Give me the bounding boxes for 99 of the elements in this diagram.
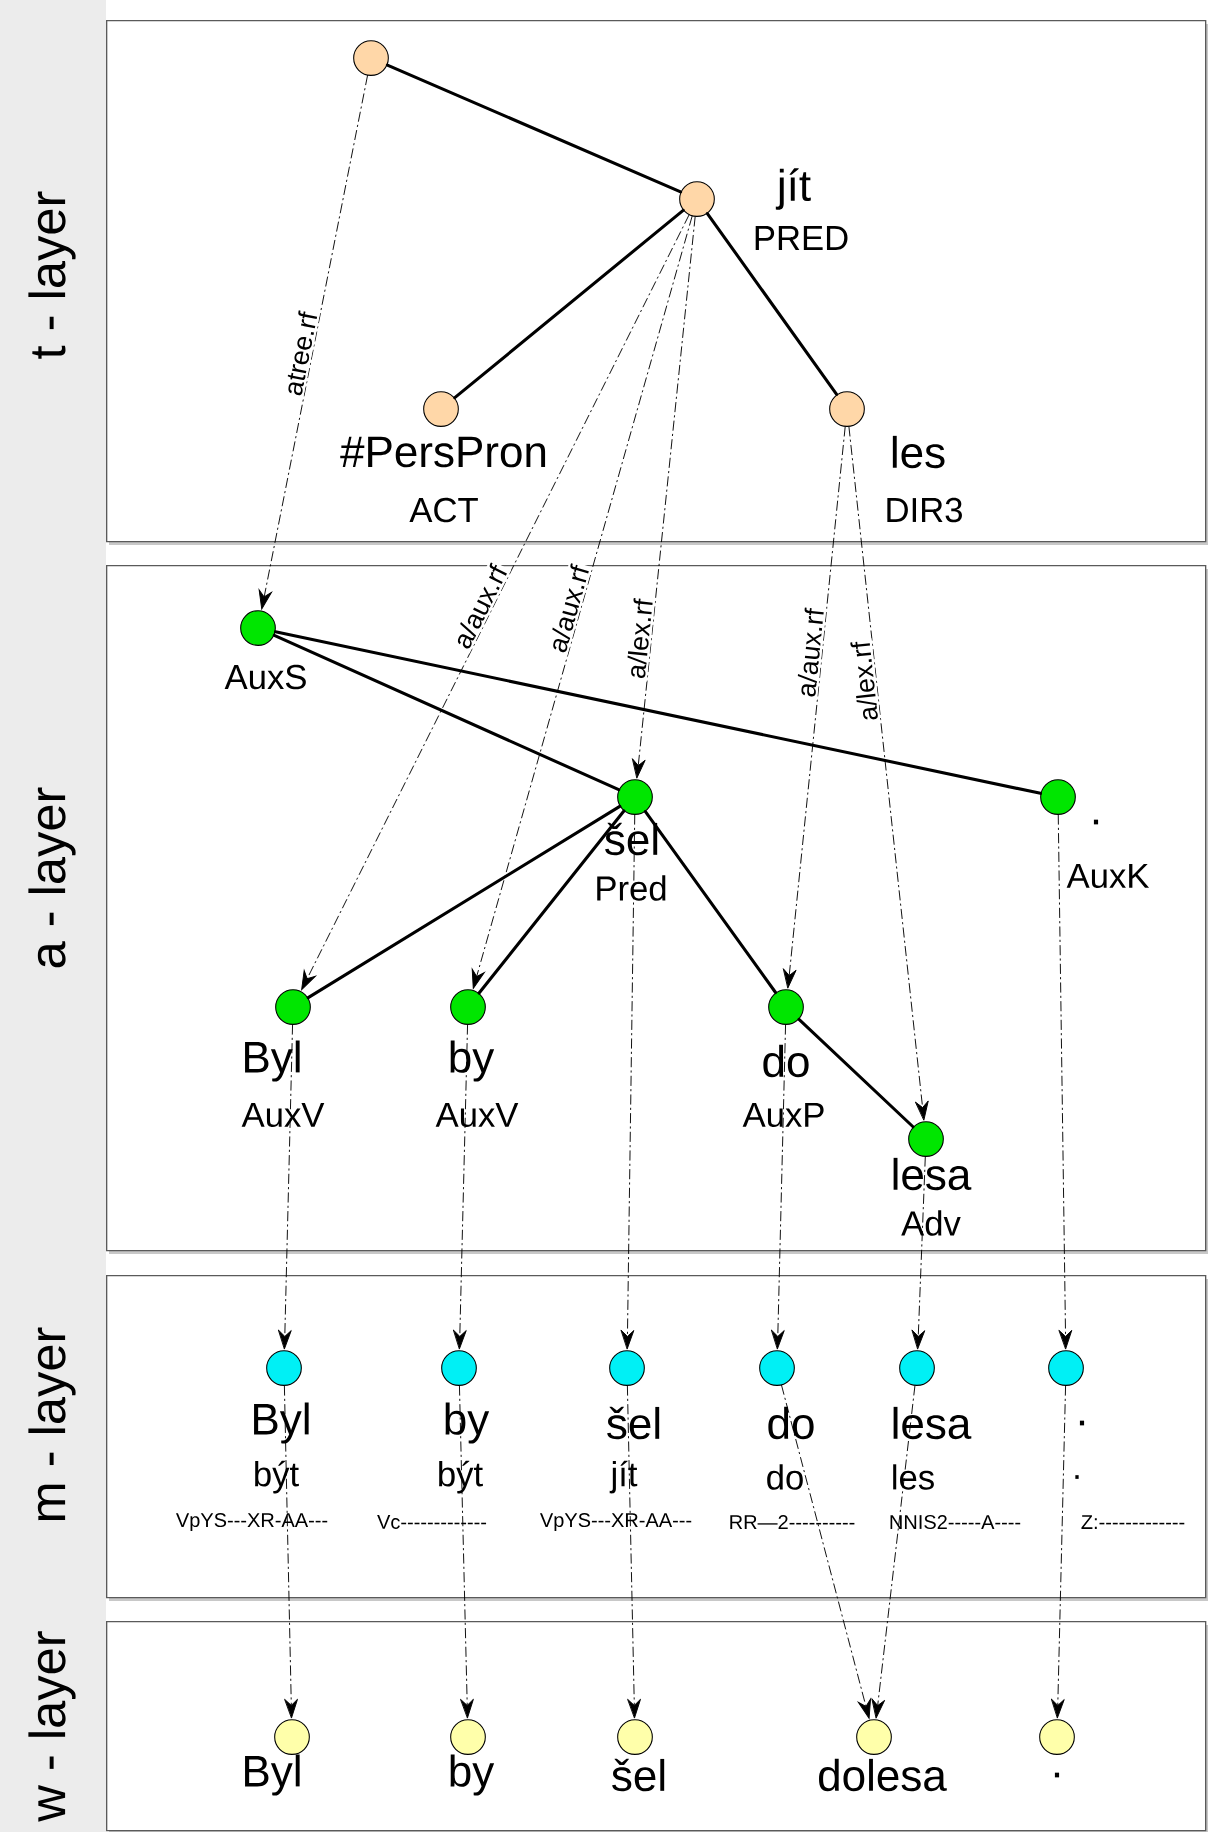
word-label: by: [450, 1040, 495, 1082]
functor-label: AuxV: [241, 1102, 325, 1128]
reference-arrow: [1057, 814, 1073, 1350]
functor-label: AuxK: [1066, 863, 1150, 889]
tree-edge: [477, 809, 626, 995]
tree-node-circle: [908, 1121, 944, 1157]
tree-edge: [385, 63, 683, 194]
functor-label: být: [255, 1460, 299, 1494]
reference-arrow: [620, 814, 636, 1350]
tree-edge: [272, 633, 621, 792]
word-label: .: [1054, 1772, 1060, 1778]
tree-edge: [453, 208, 685, 400]
word-label: by: [450, 1754, 495, 1796]
reference-arrow: [278, 1024, 293, 1350]
functor-label: Pred: [597, 875, 666, 901]
tree-node-circle: [266, 1350, 302, 1386]
word-label: Byl: [254, 1402, 309, 1444]
tree-node-circle: [240, 610, 276, 646]
tree-node-circle: [274, 1719, 310, 1755]
word-label: lesa: [893, 1157, 972, 1191]
edge-label: a/aux.rf: [544, 560, 593, 657]
reference-arrow: [771, 1024, 787, 1350]
tree-node-circle: [856, 1719, 892, 1755]
reference-arrow: [471, 215, 693, 989]
tree-node-circle: [899, 1350, 935, 1386]
word-label: do: [763, 1044, 809, 1078]
reference-arrow: [1051, 1385, 1067, 1719]
word-label: by: [445, 1402, 490, 1444]
functor-label: do: [767, 1464, 803, 1490]
word-label: #PersPron: [340, 436, 546, 468]
layer-label: m - layer: [28, 1327, 76, 1521]
tree-node-circle: [450, 1719, 486, 1755]
reference-arrow: [453, 1024, 468, 1350]
tag-label: VpYS---XR-AA---: [175, 1512, 328, 1532]
tree-edge: [273, 630, 1043, 795]
tree-node-circle: [275, 989, 311, 1025]
word-label: dolesa: [819, 1758, 947, 1792]
tree-edge: [643, 810, 778, 995]
functor-label: ACT: [409, 497, 478, 523]
tree-node-circle: [609, 1350, 645, 1386]
reference-arrow: [911, 1156, 926, 1350]
reference-arrow: [632, 216, 696, 779]
word-label: .: [1093, 819, 1099, 825]
tree-node-circle: [768, 989, 804, 1025]
functor-label: Adv: [901, 1210, 961, 1236]
functor-label: AuxV: [435, 1102, 519, 1128]
functor-label: AuxS: [224, 664, 306, 690]
word-label: šel: [612, 1758, 665, 1792]
word-label: les: [892, 435, 945, 469]
tag-label: NNIS2-----A----: [890, 1514, 1021, 1530]
reference-arrow: [871, 1385, 916, 1719]
functor-label: DIR3: [887, 497, 962, 523]
tree-node-circle: [353, 40, 389, 76]
tree-node-circle: [617, 1719, 653, 1755]
tree-node-circle: [617, 779, 653, 815]
functor-label: AuxP: [742, 1102, 824, 1128]
reference-arrow: [458, 1385, 474, 1719]
tag-label: RR—2----------: [730, 1515, 855, 1529]
tree-node-circle: [450, 989, 486, 1025]
word-label: .: [1079, 1420, 1085, 1426]
functor-label: být: [439, 1460, 483, 1494]
layer-label: a - layer: [28, 787, 76, 968]
tree-node-circle: [759, 1350, 795, 1386]
tree-node-circle: [1048, 1350, 1084, 1386]
tree-node-circle: [679, 181, 715, 217]
word-label: lesa: [893, 1406, 972, 1440]
tree-edge: [797, 1017, 915, 1129]
tag-label: Z:-------------: [1081, 1515, 1185, 1529]
word-label: Byl: [245, 1040, 300, 1082]
reference-arrow: [783, 426, 846, 989]
word-label: do: [768, 1406, 814, 1440]
layer-label: t - layer: [28, 191, 76, 359]
reference-arrow: [283, 1385, 298, 1719]
reference-arrow: [626, 1385, 641, 1719]
edge-label: atree.rf: [279, 308, 321, 400]
edge-label: a/lex.rf: [623, 595, 656, 682]
word-label: šel: [605, 822, 658, 856]
functor-label: PRED: [755, 226, 848, 250]
edge-label: a/aux.rf: [793, 605, 827, 701]
tree-edge: [705, 212, 839, 396]
tag-label: VpYS---XR-AA---: [539, 1512, 692, 1532]
tree-node-circle: [423, 391, 459, 427]
functor-label: .: [1075, 1475, 1079, 1479]
reference-arrow: [301, 214, 690, 991]
tree-edge: [306, 804, 622, 1000]
tree-node-circle: [1039, 1719, 1075, 1755]
reference-arrow: [781, 1384, 871, 1719]
reference-arrow: [848, 426, 929, 1121]
word-label: šel: [607, 1406, 660, 1440]
tree-node-circle: [1040, 779, 1076, 815]
functor-label: les: [893, 1464, 934, 1490]
word-label: Byl: [245, 1754, 300, 1796]
layer-label: w - layer: [28, 1631, 76, 1822]
tree-node-circle: [441, 1350, 477, 1386]
reference-arrow: [258, 75, 368, 610]
edge-label: a/lex.rf: [848, 638, 881, 725]
functor-label: jít: [609, 1460, 638, 1494]
tree-node-circle: [829, 391, 865, 427]
word-label: jít: [775, 168, 811, 210]
